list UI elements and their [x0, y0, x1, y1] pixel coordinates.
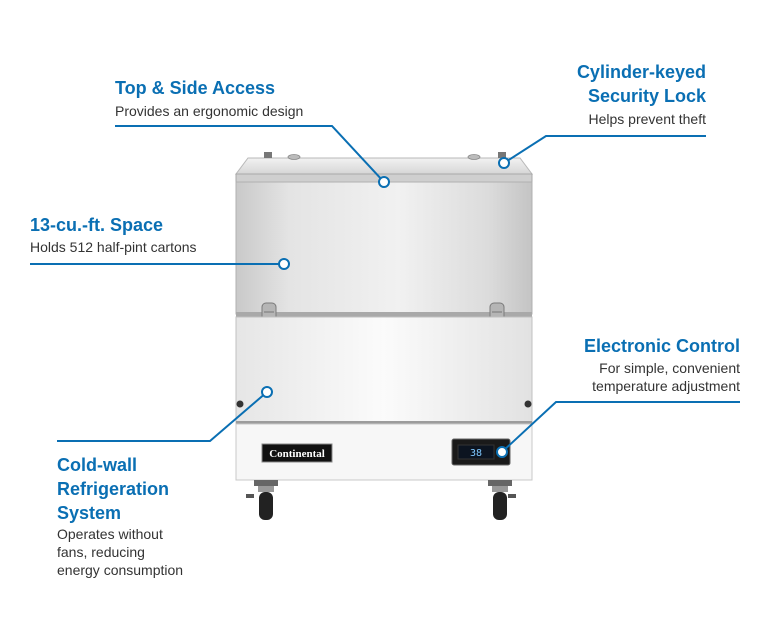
- callout-desc-electronic-control-line2: temperature adjustment: [592, 378, 740, 394]
- electronic-control-panel: 38: [451, 438, 511, 466]
- leader-security-lock: [503, 135, 706, 164]
- callout-title-space: 13-cu.-ft. Space: [30, 215, 164, 235]
- callout-desc-space: Holds 512 half-pint cartons: [30, 239, 197, 255]
- marker-security-lock: [498, 157, 510, 169]
- callout-title-cold-wall-line1: Cold-wall: [57, 455, 137, 475]
- marker-cold-wall: [261, 386, 273, 398]
- brand-logo-text: Continental: [269, 448, 325, 460]
- callout-desc-top-side-access: Provides an ergonomic design: [115, 103, 304, 119]
- marker-electronic-control: [496, 446, 508, 458]
- callout-title-cold-wall-line2: Refrigeration: [57, 479, 170, 499]
- marker-space: [278, 258, 290, 270]
- callout-desc-cold-wall-line2: fans, reducing: [57, 544, 145, 560]
- lower-cabinet: [235, 316, 533, 424]
- marker-top-side-access: [378, 176, 390, 188]
- callout-title-electronic-control: Electronic Control: [583, 336, 740, 356]
- callout-desc-electronic-control-line1: For simple, convenient: [599, 360, 740, 376]
- leader-top-side-access: [115, 125, 385, 183]
- callout-desc-cold-wall-line3: energy consumption: [57, 562, 184, 578]
- temperature-readout: 38: [470, 448, 482, 459]
- callout-title-security-lock-line2: Security Lock: [587, 86, 706, 106]
- callout-desc-security-lock: Helps prevent theft: [588, 111, 706, 127]
- upper-door: [235, 181, 533, 315]
- leader-cold-wall: [57, 391, 268, 442]
- leader-electronic-control: [501, 401, 740, 453]
- caster-left: [246, 480, 278, 520]
- brand-badge: Continental: [261, 443, 333, 463]
- callout-title-security-lock-line1: Cylinder-keyed: [576, 62, 706, 82]
- callout-title-cold-wall-line3: System: [57, 503, 122, 523]
- callout-title-top-side-access: Top & Side Access: [115, 78, 276, 98]
- caster-right: [488, 480, 516, 520]
- callout-desc-cold-wall-line1: Operates without: [57, 526, 163, 542]
